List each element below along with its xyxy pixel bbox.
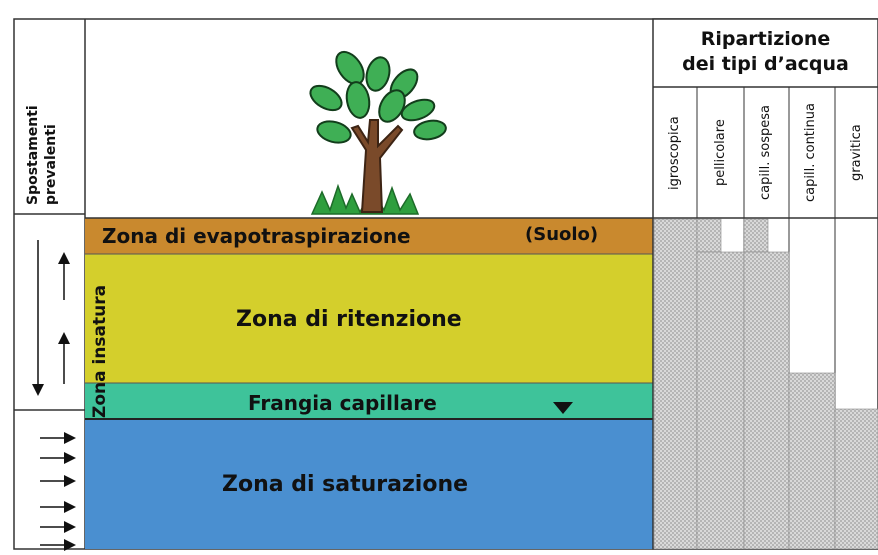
fill-pellicolare-top (696, 218, 722, 253)
water-table-triangle-icon (553, 402, 573, 414)
tree-leaves (309, 50, 447, 144)
left-header-title: Spostamenti prevalenti (24, 85, 60, 205)
zone-saturation-label: Zona di saturazione (222, 472, 469, 497)
zone-saturation-band (85, 419, 653, 549)
fill-capill-sospesa-top (743, 218, 769, 253)
fill-pellicolare (696, 251, 745, 550)
zone-evapotranspiration-band (85, 218, 653, 254)
movement-arrows-unsaturated (32, 240, 70, 396)
zone-retention-band (85, 254, 653, 383)
col-capill-sospesa: capill. sospesa (758, 105, 773, 201)
water-type-fills (653, 218, 878, 550)
tree-illustration (309, 50, 447, 215)
left-header-line1: Spostamenti (25, 105, 41, 205)
fill-capill-continua (788, 372, 836, 550)
movement-arrows-saturated (40, 432, 76, 551)
water-types-title-line2: dei tipi d’acqua (682, 53, 849, 75)
fill-igroscopica (653, 218, 698, 550)
water-types-title-line1: Ripartizione (700, 28, 831, 50)
fill-capill-sospesa (743, 251, 790, 550)
col-pellicolare: pellicolare (713, 119, 728, 187)
col-igroscopica: igroscopica (667, 116, 682, 190)
fill-gravitica (834, 408, 878, 550)
col-capill-continua: capill. continua (803, 103, 818, 203)
zone-unsaturated-label: Zona insatura (90, 284, 110, 418)
left-header-line2: prevalenti (43, 124, 59, 205)
zone-capillary-fringe-band (85, 383, 653, 419)
zone-soil-label: (Suolo) (525, 224, 599, 245)
zone-capillary-fringe-label: Frangia capillare (248, 391, 437, 415)
zone-retention-label: Zona di ritenzione (236, 307, 462, 332)
zone-evapotranspiration-label: Zona di evapotraspirazione (102, 224, 411, 248)
tree-trunk (350, 119, 404, 213)
col-gravitica: gravitica (849, 124, 864, 182)
